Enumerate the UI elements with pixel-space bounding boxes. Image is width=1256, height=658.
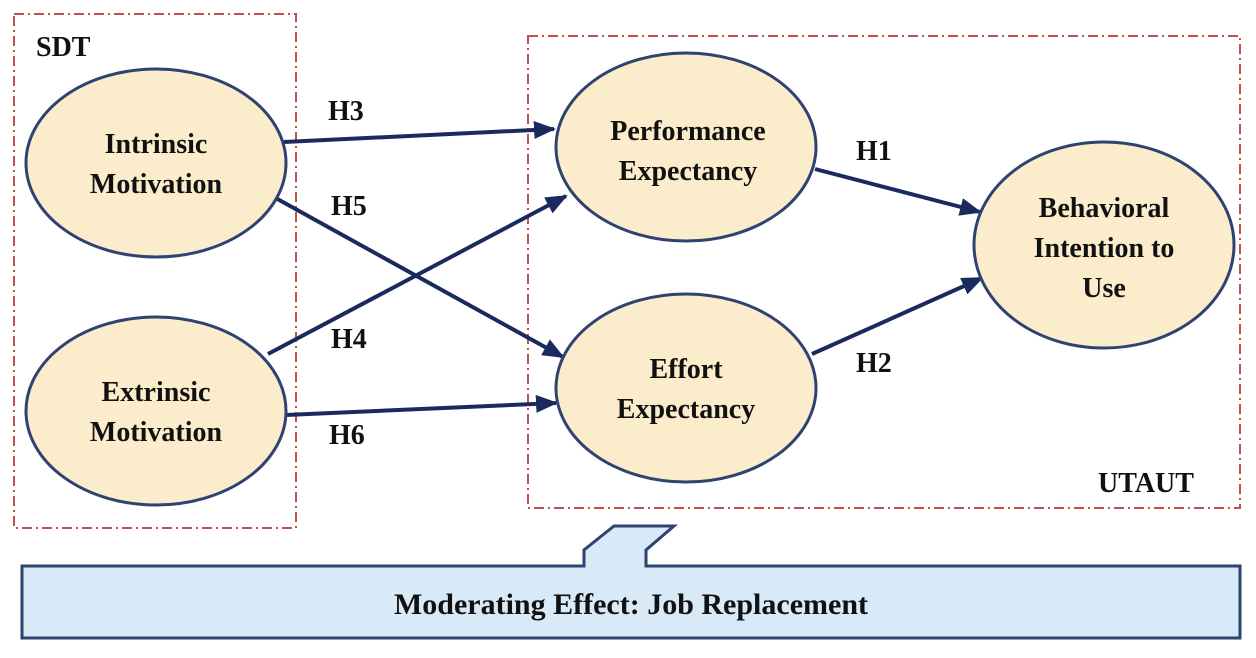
- extrinsic-line-1: Extrinsic: [102, 377, 211, 408]
- behavioral-line-2: Intention to: [1034, 233, 1175, 264]
- moderator-arrow-shape: [20, 524, 1242, 640]
- edge-label-h3: H3: [328, 96, 364, 127]
- edge-h3: [283, 120, 556, 144]
- edge-h6: [285, 394, 558, 417]
- edge-h1: [814, 167, 982, 216]
- edge-label-h2: H2: [856, 348, 892, 379]
- node-intrinsic-motivation: Intrinsic Motivation: [24, 67, 288, 259]
- effort-line-1: Effort: [649, 354, 723, 385]
- performance-line-2: Expectancy: [619, 156, 757, 187]
- node-performance-expectancy: Performance Expectancy: [554, 51, 818, 243]
- node-effort-expectancy: Effort Expectancy: [554, 292, 818, 484]
- extrinsic-line-2: Motivation: [90, 417, 223, 448]
- edge-label-h5: H5: [331, 191, 367, 222]
- intrinsic-line-2: Motivation: [90, 169, 223, 200]
- edge-label-h4: H4: [331, 324, 367, 355]
- behavioral-line-3: Use: [1082, 273, 1126, 304]
- sdt-group-label: SDT: [36, 32, 91, 63]
- node-behavioral-intention: Behavioral Intention to Use: [972, 140, 1236, 350]
- performance-line-1: Performance: [610, 116, 765, 147]
- edge-h2: [811, 276, 984, 356]
- moderator-label: Moderating Effect: Job Replacement: [394, 588, 868, 621]
- sdt-group-box: [13, 13, 297, 529]
- behavioral-line-1: Behavioral: [1039, 193, 1170, 224]
- edge-label-h1: H1: [856, 136, 892, 167]
- node-extrinsic-motivation: Extrinsic Motivation: [24, 315, 288, 507]
- edge-label-h6: H6: [329, 420, 365, 451]
- edges: [267, 120, 984, 417]
- edge-h4: [267, 194, 568, 356]
- effort-line-2: Expectancy: [617, 394, 755, 425]
- utaut-group-label: UTAUT: [1098, 468, 1194, 499]
- utaut-group-box: [527, 35, 1241, 509]
- intrinsic-line-1: Intrinsic: [105, 129, 208, 160]
